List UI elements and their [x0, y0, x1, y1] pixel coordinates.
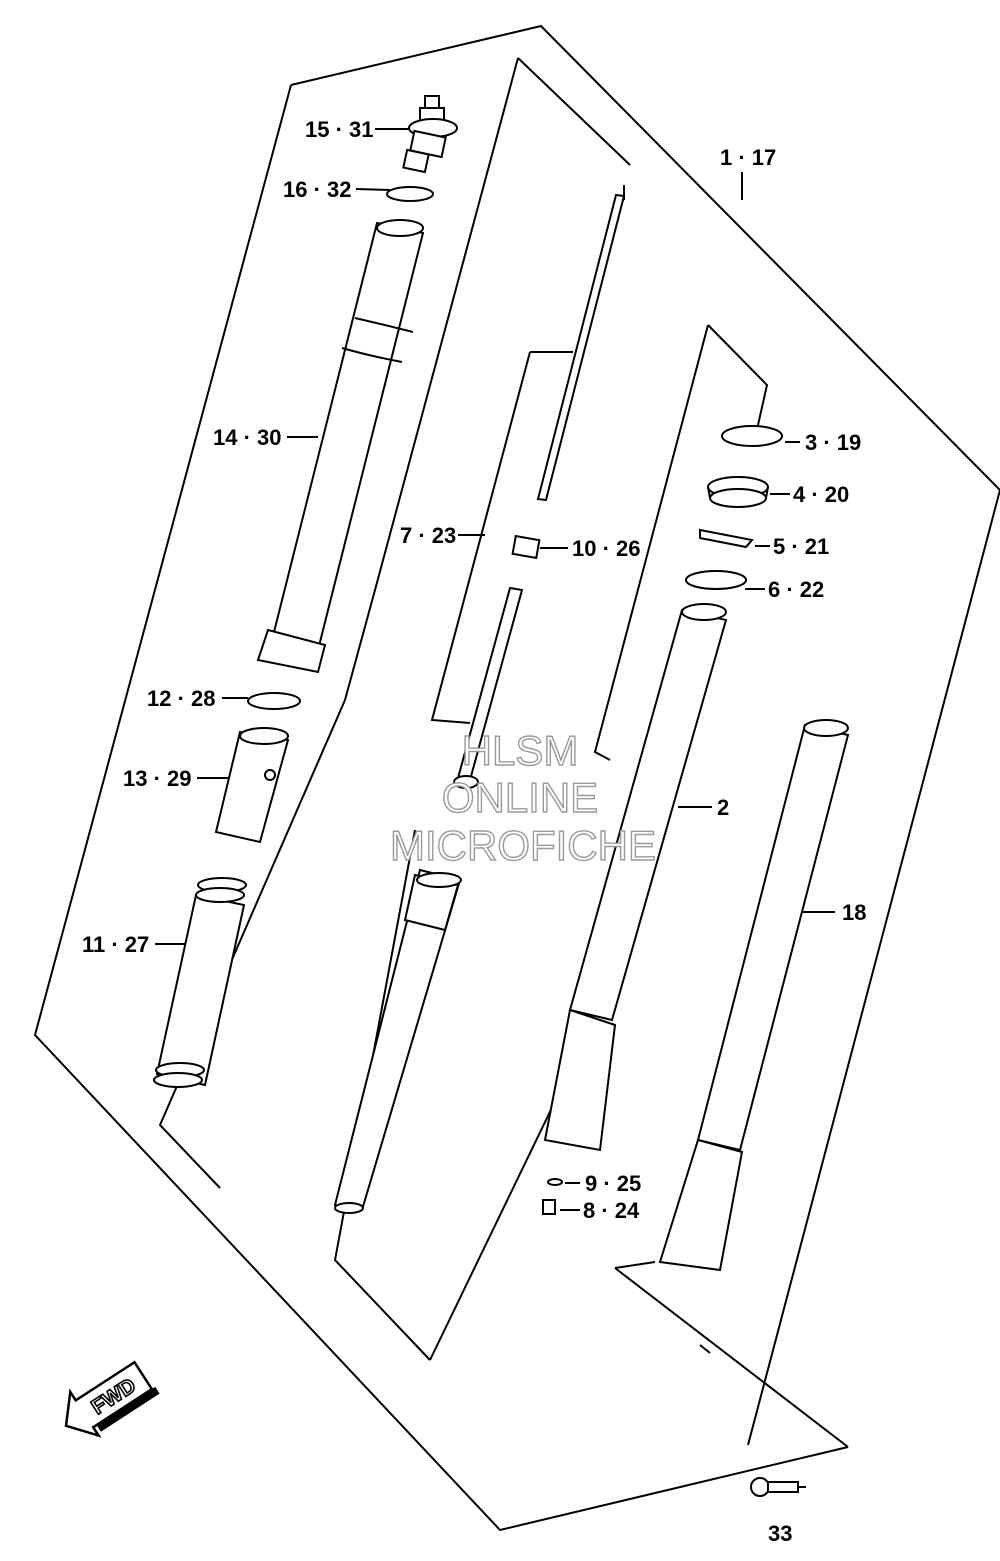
label-12-28: 12 · 28 — [147, 686, 216, 711]
part-stopper-ring-5 — [699, 528, 754, 549]
label-13-29: 13 · 29 — [123, 766, 192, 791]
part-outer-tube-2 — [543, 603, 728, 1152]
label-3-19: 3 · 19 — [805, 430, 861, 455]
part-washer-12 — [247, 692, 301, 710]
watermark-line-3: MICROFICHE — [390, 822, 656, 869]
label-7-23: 7 · 23 — [400, 523, 456, 548]
part-nut-10 — [511, 534, 541, 560]
part-fork-upper-tube-cap — [256, 219, 425, 674]
part-labels: 15 · 31 16 · 32 14 · 30 12 · 28 13 · 29 … — [82, 117, 866, 1546]
part-bleed-screw-8 — [542, 1199, 556, 1215]
part-bolt-33 — [750, 1477, 799, 1497]
label-1-17: 1 · 17 — [720, 145, 776, 170]
label-2: 2 — [717, 795, 729, 820]
part-o-ring-9 — [547, 1178, 563, 1186]
part-damper-cartridge — [333, 775, 479, 1214]
part-damper-rod-7 — [536, 193, 626, 502]
label-8-24: 8 · 24 — [583, 1198, 640, 1223]
part-dust-seal-3 — [721, 425, 783, 447]
part-damper-adjuster-bolt — [402, 95, 458, 174]
label-16-32: 16 · 32 — [283, 177, 352, 202]
leader-lines — [155, 128, 835, 1488]
label-15-31: 15 · 31 — [305, 117, 374, 142]
watermark-line-2: ONLINE — [442, 774, 598, 821]
part-oil-seal-4 — [707, 476, 769, 508]
label-14-30: 14 · 30 — [213, 425, 282, 450]
label-6-22: 6 · 22 — [768, 577, 824, 602]
label-33: 33 — [768, 1521, 792, 1546]
part-outer-tube-18 — [658, 719, 850, 1272]
watermark: HLSM ONLINE MICROFICHE — [389, 726, 656, 869]
part-fork-spring-11 — [153, 877, 247, 1088]
label-11-27: 11 · 27 — [82, 932, 149, 957]
part-oil-seal-6 — [685, 570, 747, 590]
label-9-25: 9 · 25 — [585, 1171, 641, 1196]
watermark-line-1: HLSM — [462, 727, 579, 774]
label-18: 18 — [842, 900, 866, 925]
label-10-26: 10 · 26 — [572, 536, 641, 561]
part-o-ring-top — [386, 186, 434, 202]
label-4-20: 4 · 20 — [793, 482, 849, 507]
fwd-arrow-icon: FWD — [64, 1360, 160, 1438]
label-5-21: 5 · 21 — [773, 534, 829, 559]
part-spacer-13 — [214, 727, 290, 844]
